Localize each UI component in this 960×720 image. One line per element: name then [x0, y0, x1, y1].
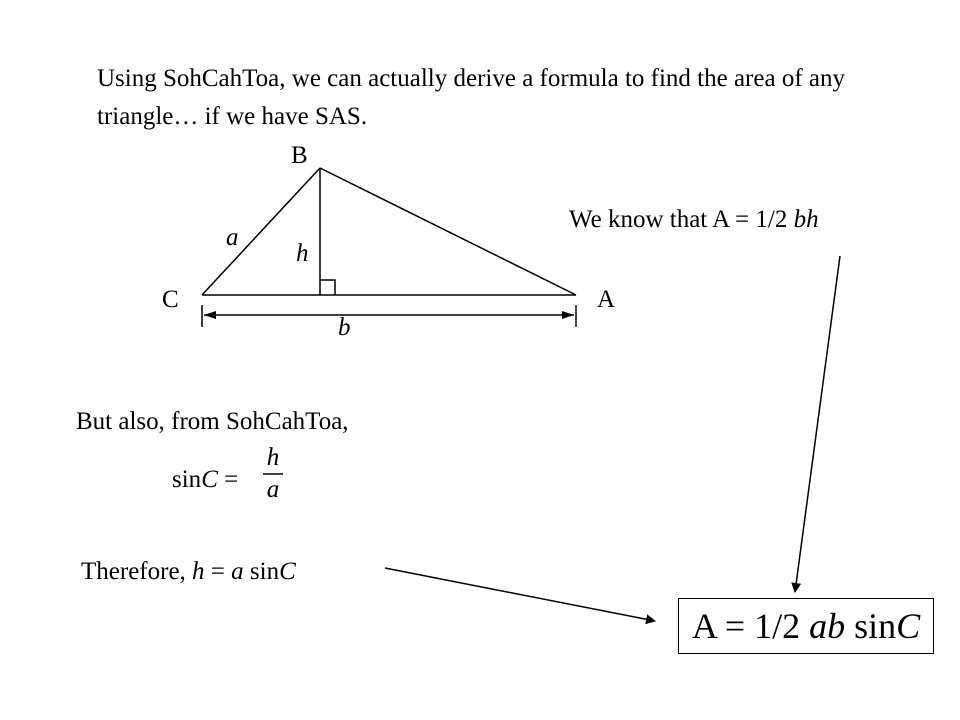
therefore-eq: = — [204, 558, 232, 585]
intro-text: Using SohCahToa, we can actually derive … — [97, 65, 845, 130]
sine-equals: = — [217, 466, 239, 493]
sine-fn: sin — [172, 466, 202, 493]
result-c: C — [896, 606, 921, 646]
fraction-denominator: a — [266, 476, 280, 503]
therefore-text: Therefore, h = a sinC — [81, 559, 296, 584]
arrow-area-to-result — [791, 255, 841, 593]
vertex-label-c: C — [162, 286, 179, 313]
sine-angle: C — [201, 466, 218, 493]
side-cb — [201, 167, 321, 296]
therefore-h: h — [192, 558, 205, 585]
therefore-prefix: Therefore, — [81, 558, 193, 585]
therefore-sin: sin — [243, 558, 280, 585]
result-sin: sin — [845, 606, 897, 646]
arrow-h-to-result — [384, 567, 656, 625]
area-formula-text: We know that A = 1/2 bh — [569, 207, 819, 232]
fraction-numerator: h — [266, 444, 280, 471]
area-formula-bh: bh — [793, 206, 819, 233]
result-ab: ab — [809, 606, 846, 646]
side-label-a: a — [226, 224, 239, 251]
also-text: But also, from SohCahToa, — [76, 408, 349, 435]
right-angle-mark — [320, 279, 336, 295]
therefore-c: C — [279, 558, 296, 585]
therefore-a: a — [231, 558, 244, 585]
sine-fraction: h a — [262, 444, 284, 504]
base-label-b: b — [338, 314, 351, 341]
vertex-label-a: A — [597, 286, 616, 313]
result-prefix: A = 1/2 — [691, 606, 810, 646]
area-formula-prefix: We know that A = 1/2 — [569, 206, 794, 233]
vertex-label-b: B — [291, 142, 308, 169]
side-ba — [319, 167, 577, 296]
altitude-label-h: h — [296, 240, 309, 267]
sine-equation: sinC = — [172, 467, 238, 492]
